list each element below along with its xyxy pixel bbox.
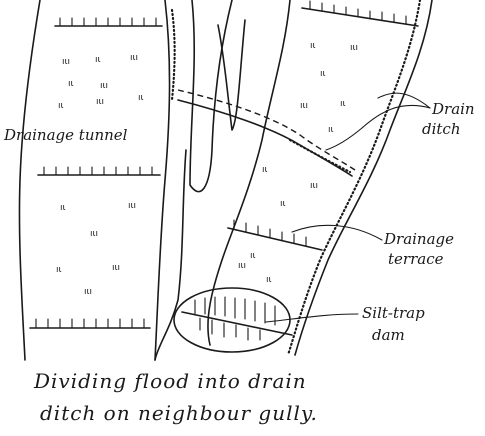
grass-tuft-icon: ıι [340,99,346,109]
label-silt-trap-line2: dam [372,326,405,344]
drain-ditch-leader-2 [377,92,431,109]
terrace-left-middle [37,166,161,176]
grass-tuft-icon: ıιı [112,263,120,273]
grass-tuft-icon: ıιı [300,101,308,111]
label-drain-ditch-line1: Drain [431,100,475,118]
terrace-left-bottom [29,318,151,329]
grass-tuft-icon: ıι [250,251,256,261]
label-drainage-terrace-line2: terrace [388,250,444,268]
grass-tuft-icon: ıιı [84,287,92,297]
grass-tuft-icon: ıιı [96,97,104,107]
left-gully-stone-lining [170,8,176,102]
grass-tuft-icon: ıιı [238,261,246,271]
right-gully-left-bank [207,0,291,346]
drain-ditch-lining [288,138,352,174]
label-drainage-terrace-line1: Drainage [383,230,454,248]
grass-tuft-icon: ıιı [90,229,98,239]
grass-tuft-icon: ıι [138,93,144,103]
grass-tuft-icon: ıι [280,199,286,209]
grass-tuft-icon: ıι [262,165,268,175]
grass-tuft-icon: ıι [310,41,316,51]
grass-tuft-icon: ıι [320,69,326,79]
silt-trap-leader [264,313,359,323]
central-ridge [189,0,233,193]
left-gully-tip [154,149,187,361]
vegetation-tufts: ıιı ıι ıιı ıι ıιı ıι ıιı ıι ıι ıιı ıιı ı… [56,41,358,297]
grass-tuft-icon: ıι [60,203,66,213]
silt-trap-dam [173,287,293,353]
grass-tuft-icon: ıι [328,125,334,135]
grass-tuft-icon: ıι [58,101,64,111]
grass-tuft-icon: ıιı [128,201,136,211]
label-drain-ditch-line2: ditch [422,120,461,138]
drainage-terrace-leader [291,224,383,241]
grass-tuft-icon: ıιı [100,81,108,91]
right-bank-stone-lining [286,0,422,357]
grass-tuft-icon: ıι [266,275,272,285]
central-ridge-inner [217,19,246,131]
label-silt-trap-line1: Silt-trap [362,304,425,322]
drainage-tunnel-line [177,89,356,171]
drainage-terrace [227,219,323,251]
right-gully-right-bank [294,0,433,356]
grass-tuft-icon: ıιı [350,43,358,53]
terrace-right-top [301,0,419,27]
label-drainage-tunnel: Drainage tunnel [3,126,128,144]
terrace-left-top [54,17,163,27]
caption-line-2: ditch on neighbour gully. [40,401,318,425]
left-gully-inner-bank [154,0,171,361]
caption-line-1: Dividing flood into drain [33,369,307,393]
grass-tuft-icon: ıιı [310,181,318,191]
grass-tuft-icon: ıι [56,265,62,275]
grass-tuft-icon: ıιı [62,57,70,67]
grass-tuft-icon: ıι [95,55,101,65]
drain-ditch-leader [325,104,431,151]
left-gully-outer-bank [18,0,41,361]
grass-tuft-icon: ıι [68,79,74,89]
grass-tuft-icon: ıιı [130,53,138,63]
